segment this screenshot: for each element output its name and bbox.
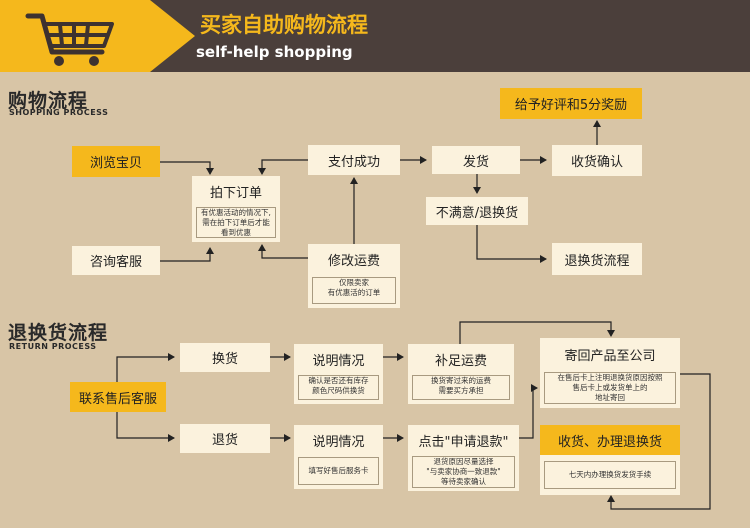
rate-reward-box: 给予好评和5分奖励 (500, 88, 642, 119)
explain-refund-label: 说明情况 (312, 435, 365, 450)
return-flow-box: 退换货流程 (552, 243, 642, 275)
pay-box: 支付成功 (308, 145, 400, 175)
pay-extra-label: 补足运费 (434, 354, 487, 369)
header-title: 买家自助购物流程 (200, 13, 368, 37)
explain-exchange-label: 说明情况 (312, 354, 365, 369)
refund-box: 退货 (180, 424, 270, 453)
send-back-box: 寄回产品至公司 在售后卡上注明退换货原因按照 售后卡上或发货单上的 地址寄回 (540, 338, 680, 408)
unsatisfied-box: 不满意/退换货 (426, 197, 528, 225)
receive-confirm-box: 收货确认 (552, 145, 642, 176)
pay-extra-box: 补足运费 换货寄过来的运费 需要买方承担 (408, 344, 514, 404)
apply-refund-box: 点击"申请退款" 退货原因尽量选择 "与卖家协商一致退款" 等待卖家确认 (408, 425, 519, 491)
apply-refund-note: 退货原因尽量选择 "与卖家协商一致退款" 等待卖家确认 (412, 456, 515, 488)
explain-refund-box: 说明情况 填写好售后服务卡 (294, 425, 383, 489)
exchange-box: 换货 (180, 343, 270, 372)
explain-refund-note: 填写好售后服务卡 (298, 457, 379, 485)
explain-exchange-note: 确认是否还有库存 颜色尺码供换货 (298, 375, 379, 400)
modify-shipping-box: 修改运费 仅限卖家 有优惠活的订单 (308, 244, 400, 308)
receive-process-label: 收货、办理退换货 (540, 425, 680, 455)
ship-box: 发货 (432, 146, 520, 174)
place-order-label: 拍下订单 (209, 186, 262, 201)
place-order-note: 有优惠活动的情况下, 需在拍下订单后才能 看到优惠 (196, 207, 276, 238)
returns-section-title: 退换货流程 (8, 322, 109, 344)
browse-box: 浏览宝贝 (72, 146, 160, 177)
send-back-note: 在售后卡上注明退换货原因按照 售后卡上或发货单上的 地址寄回 (544, 372, 676, 404)
shopping-section-title: 购物流程 (8, 90, 89, 112)
modify-shipping-note: 仅限卖家 有优惠活的订单 (312, 277, 396, 304)
modify-shipping-label: 修改运费 (327, 254, 380, 269)
apply-refund-label: 点击"申请退款" (418, 435, 509, 450)
shopping-cart-icon (25, 13, 114, 66)
send-back-label: 寄回产品至公司 (564, 349, 656, 364)
contact-service-box: 联系售后客服 (70, 382, 166, 412)
shopping-section-subtitle: SHOPPING PROCESS (9, 108, 109, 117)
header-subtitle: self-help shopping (196, 43, 353, 61)
consult-box: 咨询客服 (72, 246, 160, 275)
receive-process-box: 收货、办理退换货 七天内办理换货发货手续 (540, 425, 680, 495)
pay-extra-note: 换货寄过来的运费 需要买方承担 (412, 375, 510, 400)
explain-exchange-box: 说明情况 确认是否还有库存 颜色尺码供换货 (294, 344, 383, 404)
receive-process-note: 七天内办理换货发货手续 (544, 461, 676, 489)
returns-section-subtitle: RETURN PROCESS (9, 342, 97, 351)
place-order-box: 拍下订单 有优惠活动的情况下, 需在拍下订单后才能 看到优惠 (192, 176, 280, 242)
